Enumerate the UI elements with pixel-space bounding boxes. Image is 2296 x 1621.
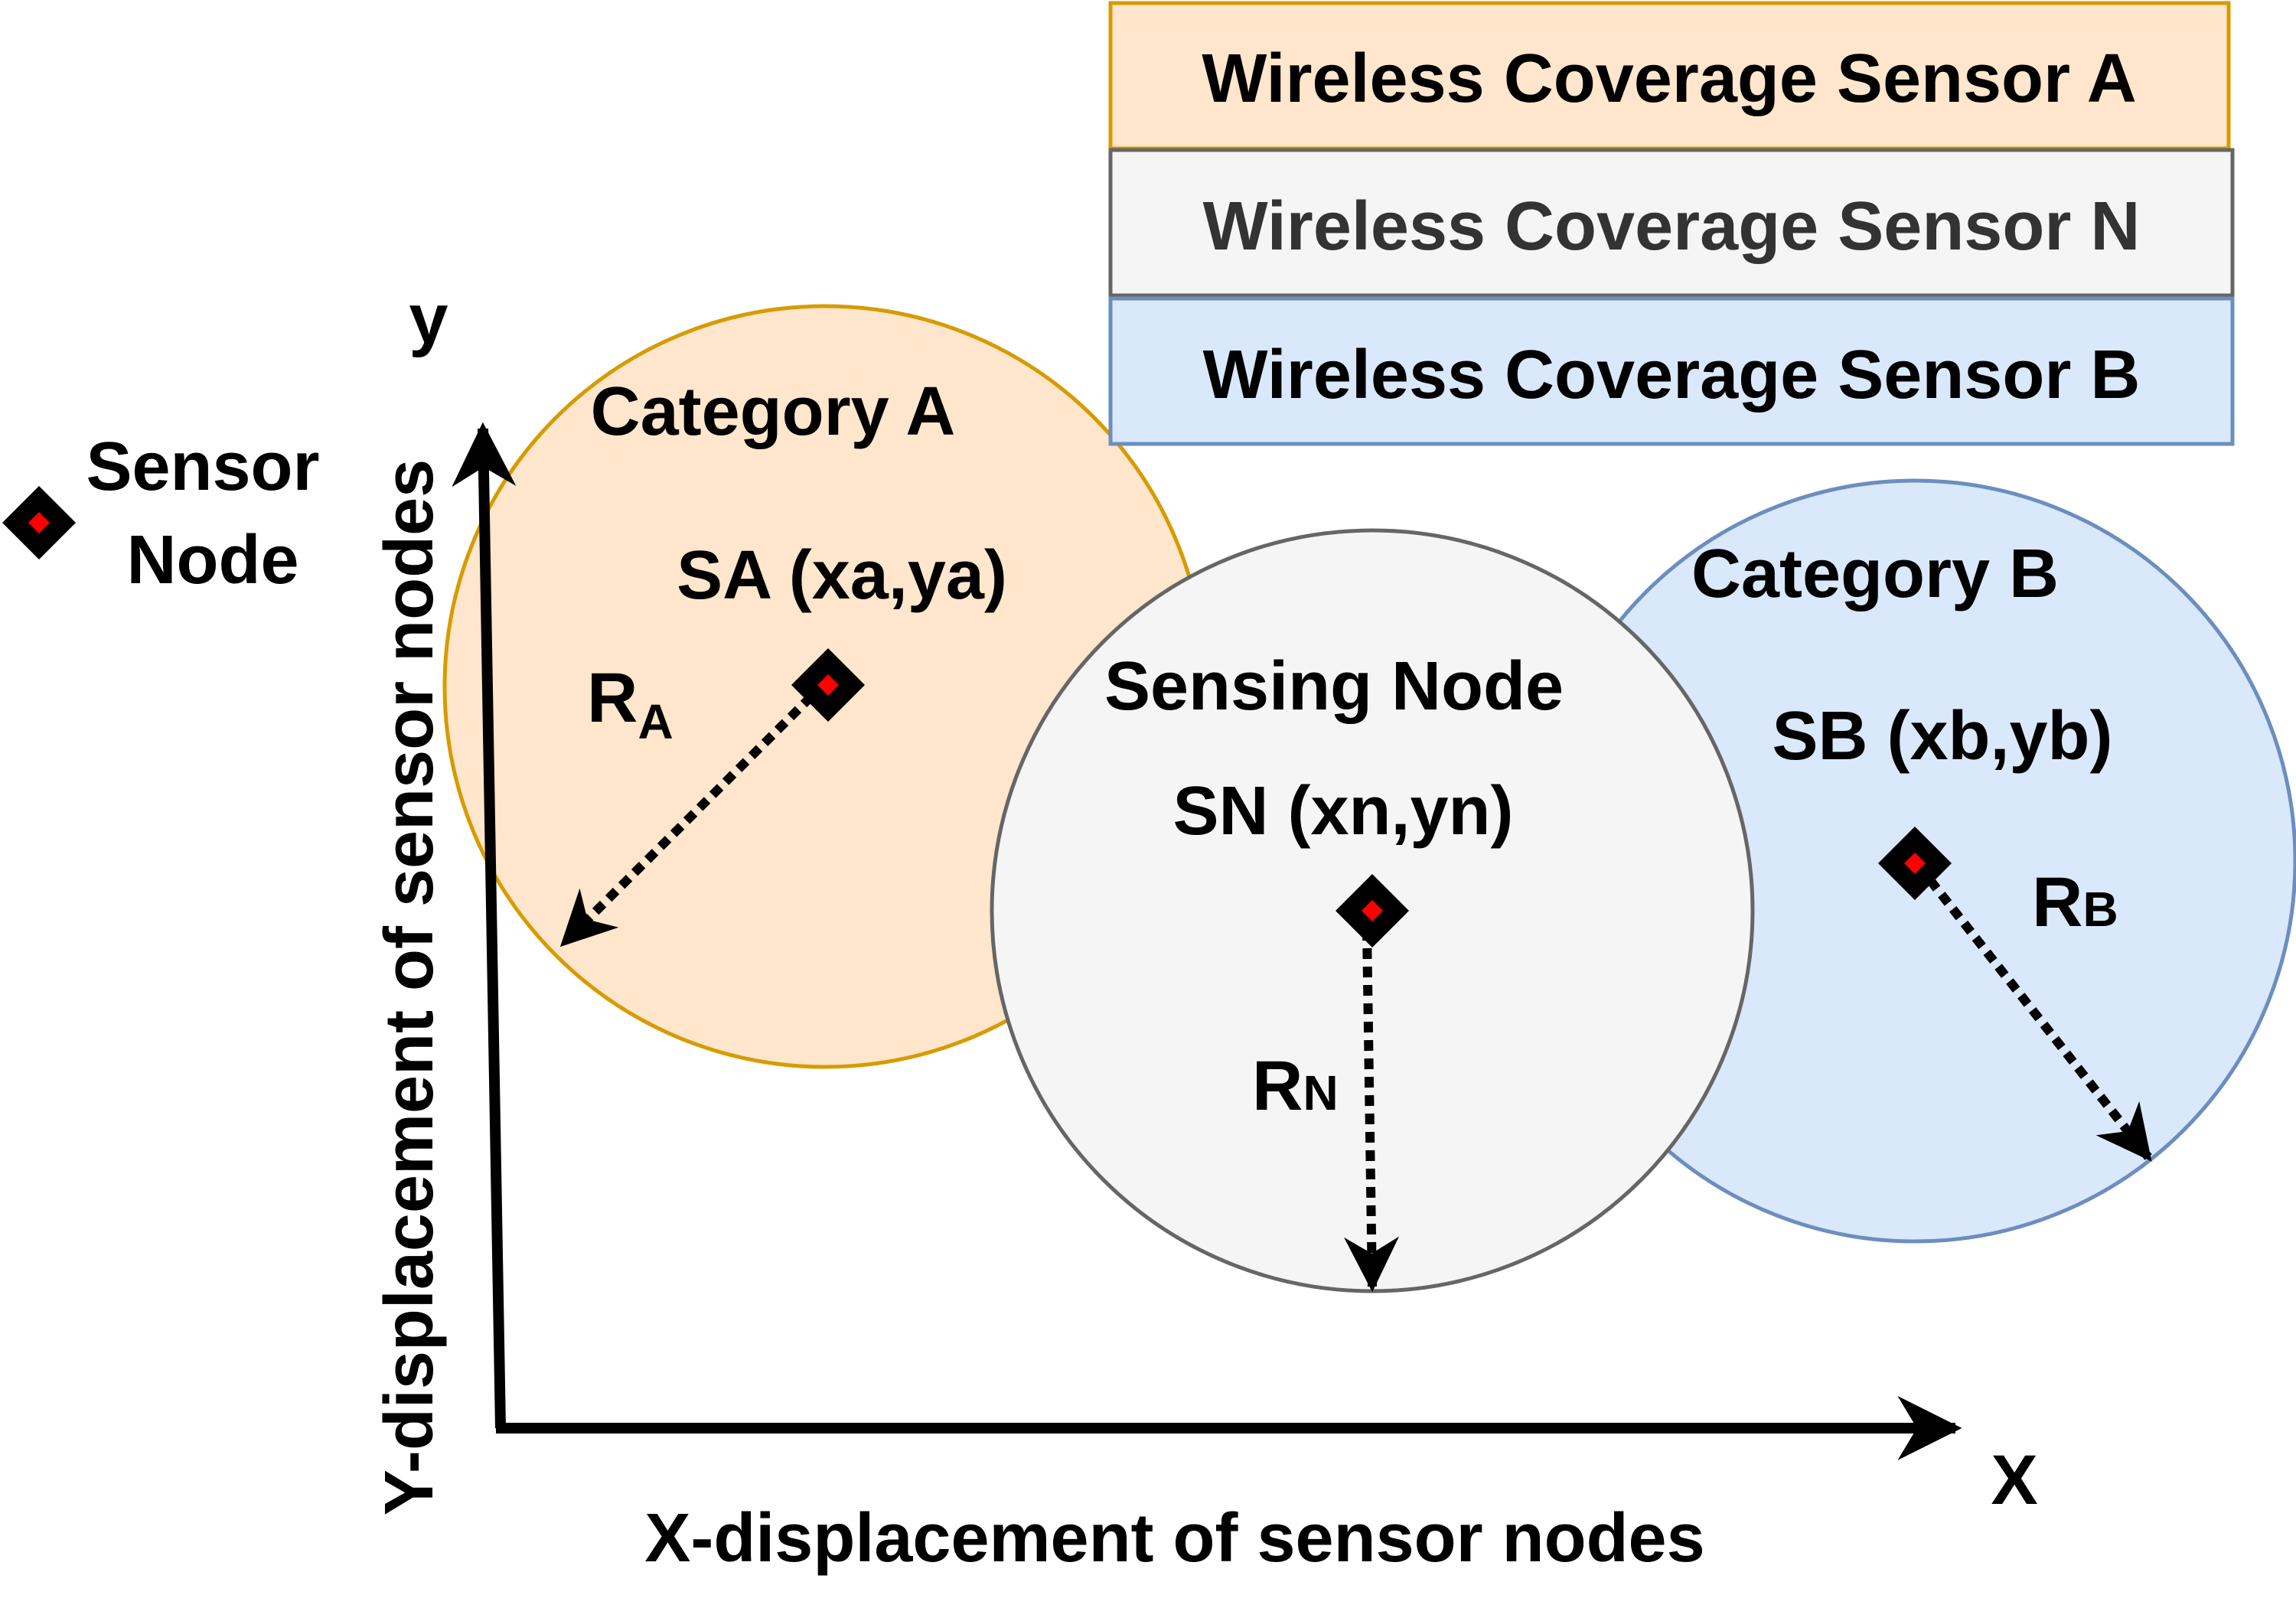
region-a: Category A SA (xa,ya) RA: [559, 373, 1007, 947]
legend-label-sensor-a: Wireless Coverage Sensor A: [1202, 41, 2136, 117]
radius-b-arrow: [1926, 877, 2152, 1162]
legend-label-sensor-b: Wireless Coverage Sensor B: [1203, 337, 2141, 413]
legend-item-sensor-a: Wireless Coverage Sensor A: [1108, 1, 2231, 151]
radius-n-arrow: [1344, 929, 1400, 1293]
node-sn-marker: [1336, 874, 1409, 947]
x-axis-label: X-displacement of sensor nodes: [644, 1500, 1704, 1577]
y-axis-letter: y: [409, 280, 448, 358]
node-sn-label: SN (xn,yn): [1172, 773, 1513, 850]
node-sa-label: SA (xa,ya): [677, 537, 1007, 614]
x-axis-letter: X: [1991, 1441, 2037, 1519]
node-sa-marker: [791, 648, 865, 722]
category-a-label: Category A: [591, 373, 956, 450]
sensor-node-key: Sensor Node: [2, 429, 320, 598]
radius-a-arrow: [559, 693, 815, 947]
region-n: Sensing Node SN (xn,yn) RN: [1104, 648, 1564, 1293]
key-label-node: Node: [127, 522, 299, 598]
node-sb-label: SB (xb,yb): [1772, 698, 2112, 775]
legend-item-sensor-n: Wireless Coverage Sensor N: [1108, 148, 2235, 298]
y-axis: [452, 422, 517, 1429]
key-label-sensor: Sensor: [86, 429, 319, 505]
legend-item-sensor-b: Wireless Coverage Sensor B: [1108, 296, 2235, 446]
node-sb-marker: [1878, 827, 1952, 900]
y-axis-label: Y-displacement of sensor nodes: [371, 459, 448, 1515]
legend-label-sensor-n: Wireless Coverage Sensor N: [1203, 188, 2141, 265]
region-b: Category B SB (xb,yb) RB: [1691, 536, 2152, 1162]
sensor-node-diamond-icon: [2, 486, 76, 559]
radius-n-label: RN: [1252, 1047, 1339, 1125]
radius-b-label: RB: [2032, 863, 2118, 941]
legend: Wireless Coverage Sensor A Wireless Cove…: [1108, 1, 2235, 446]
category-n-label: Sensing Node: [1104, 648, 1564, 725]
radius-a-label: RA: [587, 659, 673, 749]
category-b-label: Category B: [1691, 536, 2059, 612]
